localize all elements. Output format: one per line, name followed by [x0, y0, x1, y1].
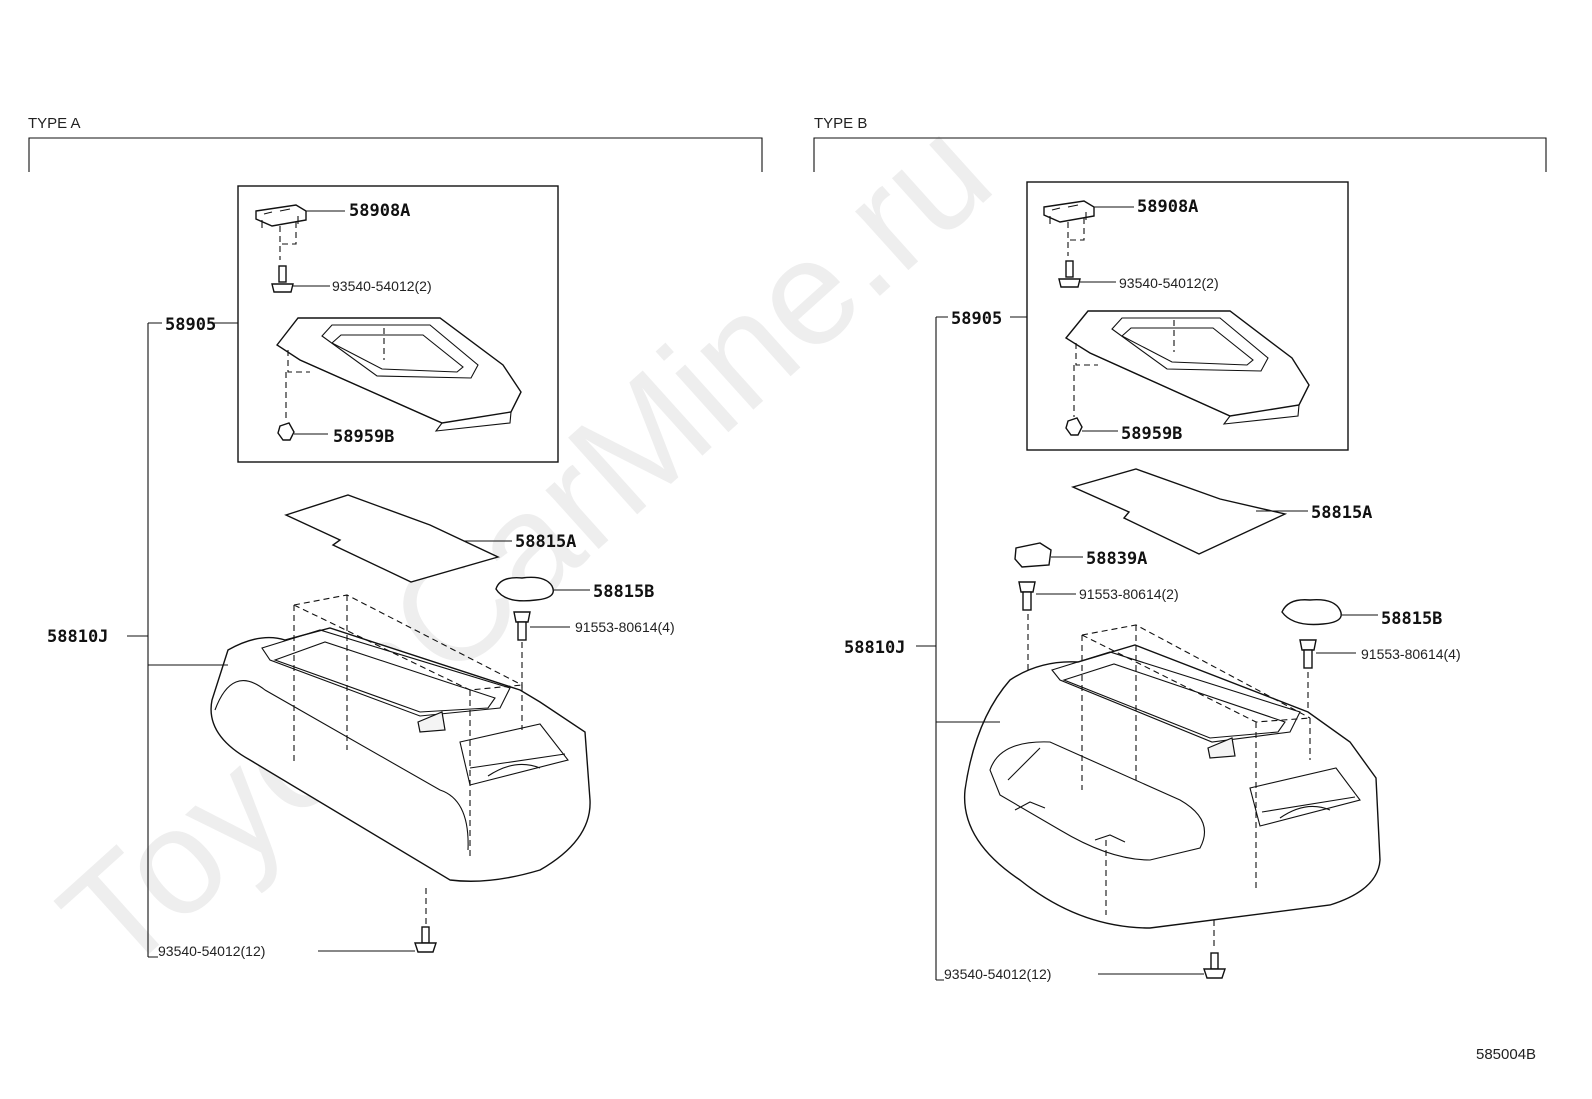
type-a-label-58815b: 58815B — [593, 582, 654, 602]
type-b-section: TYPE B 58908A 93540-54012(2) 58905 — [813, 115, 1547, 982]
type-a-label-93540-12: 93540-54012(12) — [158, 943, 265, 959]
type-b-cover-58839a-icon — [1014, 542, 1052, 568]
type-a-title: TYPE A — [28, 115, 81, 132]
type-b-label-91553-4: 91553-80614(4) — [1361, 646, 1461, 662]
type-a-label-93540-2: 93540-54012(2) — [332, 278, 432, 294]
diagram-code: 585004B — [1476, 1046, 1536, 1063]
type-b-pad-58815b — [1281, 599, 1342, 626]
type-b-clip-58959b-icon — [1065, 417, 1083, 436]
type-a-label-58908a: 58908A — [349, 201, 410, 221]
type-b-label-58839a: 58839A — [1086, 549, 1147, 569]
type-b-label-91553-2: 91553-80614(2) — [1079, 586, 1179, 602]
type-b-title: TYPE B — [814, 115, 867, 132]
type-b-label-93540-12: 93540-54012(12) — [944, 966, 1051, 982]
type-a-label-91553-4: 91553-80614(4) — [575, 619, 675, 635]
type-a-label-58810j: 58810J — [47, 627, 108, 647]
type-a-inset-box — [237, 185, 559, 463]
type-a-screw-93540-icon — [271, 265, 294, 293]
type-a-clip-58908a-icon — [255, 204, 307, 228]
type-b-bracket — [813, 137, 1547, 172]
type-b-label-58905: 58905 — [951, 309, 1002, 329]
type-b-label-58815a: 58815A — [1311, 503, 1372, 523]
type-a-section: TYPE A 58908A 93540-54012(2) 58905 — [28, 115, 763, 959]
type-b-label-58810j: 58810J — [844, 638, 905, 658]
type-a-screw-91553-icon — [513, 611, 531, 641]
type-b-label-58959b: 58959B — [1121, 424, 1182, 444]
type-b-screw-91553-4-icon — [1299, 639, 1317, 669]
type-a-armrest-lid — [275, 317, 522, 432]
type-b-inset-box — [1026, 181, 1349, 451]
type-a-label-58905: 58905 — [165, 315, 216, 335]
type-a-mat-58815a — [284, 494, 500, 583]
type-a-clip-58959b-icon — [277, 422, 295, 441]
type-a-screw-93540-bottom-icon — [414, 926, 437, 953]
type-b-mat-58815a — [1070, 468, 1288, 555]
type-a-pad-58815b — [495, 576, 554, 602]
type-b-screw-93540-bottom-icon — [1203, 952, 1226, 979]
type-b-screw-93540-icon — [1058, 260, 1081, 288]
type-b-screw-91553-2-icon — [1018, 581, 1036, 611]
type-b-label-58815b: 58815B — [1381, 609, 1442, 629]
type-b-label-58908a: 58908A — [1137, 197, 1198, 217]
type-a-console-body — [210, 627, 591, 882]
type-b-clip-58908a-icon — [1043, 200, 1095, 224]
type-a-label-58815a: 58815A — [515, 532, 576, 552]
type-b-armrest-lid — [1064, 310, 1310, 425]
type-a-label-58959b: 58959B — [333, 427, 394, 447]
type-b-console-body — [963, 644, 1381, 929]
type-a-bracket — [28, 137, 763, 172]
type-b-label-93540-2: 93540-54012(2) — [1119, 275, 1219, 291]
